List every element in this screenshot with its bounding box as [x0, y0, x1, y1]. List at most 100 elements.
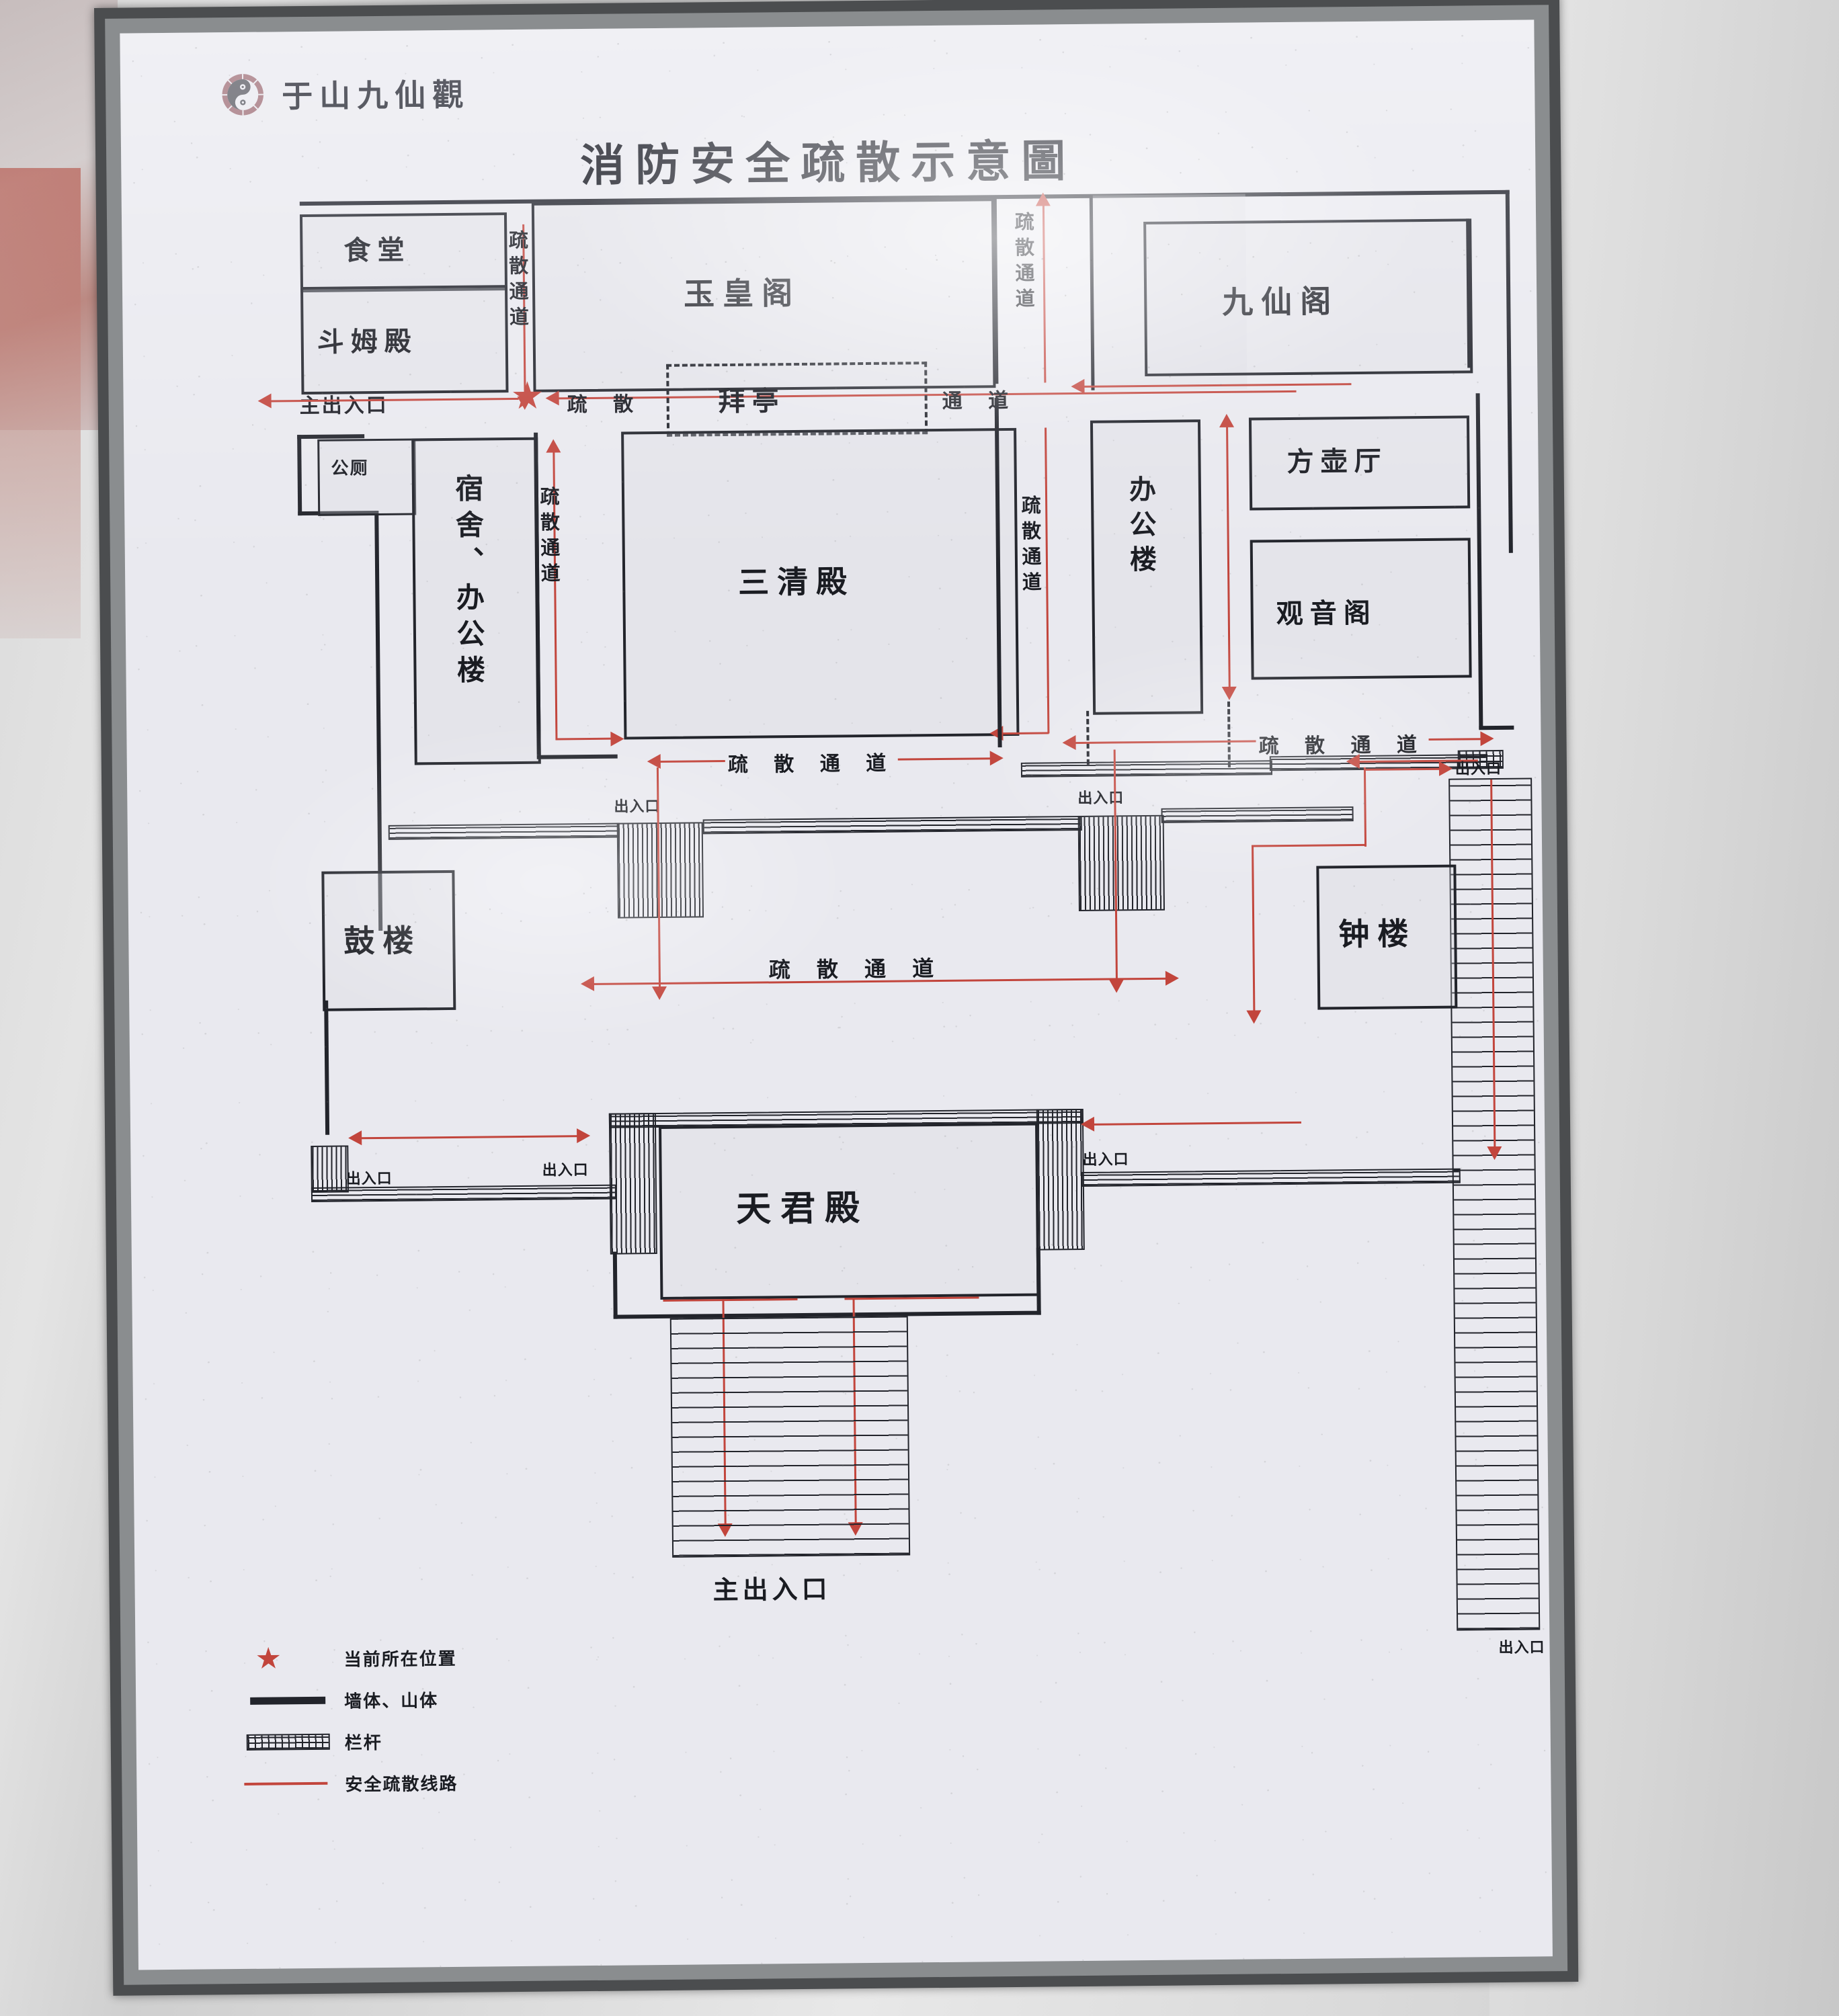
- evac-arrow-right-hook: [1438, 761, 1453, 776]
- evac-line-right-vertical: [1045, 427, 1050, 734]
- room-fanghu-hall-label: 方壶厅: [1286, 446, 1388, 478]
- evac-arrow-down-right-column: [1487, 1146, 1502, 1161]
- evac-arrow-down-inner-right: [1221, 686, 1237, 700]
- current-location-star-marker: ★: [510, 374, 545, 419]
- railing-upper-mid: [702, 815, 1082, 835]
- evac-route-label-lower-b: 疏 散 通 道: [768, 955, 944, 983]
- stairs-lower-left: [311, 1145, 349, 1193]
- evac-arrow-down-right-hook: [1246, 1010, 1262, 1024]
- evac-arrow-left-main-corridor: [545, 390, 559, 406]
- wall-bottom-right-stem: [1036, 1247, 1041, 1315]
- exit-label-bottom-right: 出入口: [1498, 1639, 1545, 1657]
- wall-drum-tower-down: [324, 1000, 330, 1135]
- room-doumu-hall-label: 斗姆殿: [317, 326, 419, 358]
- wall-right-mid-vertical: [1475, 393, 1483, 730]
- exit-label-mid-upper: 出入口: [1077, 790, 1125, 808]
- evac-arrow-right-left-turn: [610, 731, 624, 747]
- evac-arrow-up-left-vertical: [546, 439, 561, 453]
- adjacent-poster-left-lower: [0, 168, 81, 638]
- evac-arrow-right-lower-b: [1165, 970, 1180, 986]
- page-title: 消防安全疏散示意圖: [579, 134, 1077, 192]
- taiji-bagua-icon: [222, 74, 263, 116]
- legend-key-current-location: ★: [243, 1641, 343, 1676]
- evac-line-left-vertical-turn: [555, 737, 613, 741]
- room-toilet-label: 公厕: [331, 458, 369, 479]
- railing-mid-right-a: [1020, 760, 1273, 778]
- evac-arrow-right-under-offices: [1480, 731, 1494, 747]
- room-jiuxian-pavilion-label: 九仙阁: [1222, 283, 1340, 321]
- legend-label-current-location: 当前所在位置: [343, 1648, 457, 1671]
- room-sanqing-hall-label: 三清殿: [737, 563, 856, 601]
- evac-line-bottom-b: [844, 1296, 979, 1300]
- stairs-left-exit: [616, 822, 704, 919]
- legend-row-wall: 墙体、山体: [243, 1678, 458, 1722]
- wall-left-a: [297, 435, 302, 516]
- exit-label-right-upper: 出入口: [1455, 760, 1502, 778]
- route-word-right: 通 道: [942, 388, 1018, 413]
- room-dorm-office-label: 宿舍、办公楼: [450, 473, 486, 691]
- evac-route-label-right-top: 疏散通道: [1011, 211, 1036, 314]
- evac-route-label-right-mid: 疏散通道: [1018, 495, 1043, 597]
- railing-tianjun-left: [608, 1113, 657, 1255]
- room-yuhuang-pavilion-label: 玉皇阁: [683, 274, 801, 312]
- evacuation-map: 于山九仙觀 消防安全疏散示意圖 食堂 斗姆殿 玉皇阁 疏散通道 疏散通道 九仙阁…: [120, 19, 1553, 1970]
- stairs-main-entrance: [669, 1316, 911, 1558]
- evac-word-left: 疏 散: [567, 392, 643, 417]
- wall-line-icon: [250, 1696, 326, 1705]
- wall-left-d: [297, 434, 365, 439]
- room-worship-pavilion: [666, 362, 928, 437]
- railing-lower-right: [1081, 1168, 1461, 1187]
- evac-line-right-vertical-turn: [1000, 732, 1049, 735]
- room-tianjun-hall-label: 天君殿: [735, 1188, 870, 1230]
- evac-arrow-left-main-entrance: [257, 393, 272, 409]
- evac-line-corridor-right-top: [1042, 204, 1047, 383]
- stairs-mid-exit: [1077, 814, 1165, 911]
- evac-line-right-hook-vert: [1252, 845, 1256, 1013]
- evac-line-lower-left-exit: [359, 1135, 581, 1140]
- legend-row-railing: 栏杆: [243, 1720, 458, 1763]
- dashed-guide-right: [1227, 701, 1231, 767]
- brand-name: 于山九仙觀: [282, 76, 471, 115]
- exit-label-lower-left-b: 出入口: [542, 1162, 589, 1179]
- evac-arrow-left-lower-b: [580, 976, 595, 992]
- room-bell-tower-label: 钟楼: [1338, 915, 1417, 953]
- wall-bottom-left-stem: [612, 1251, 618, 1319]
- evac-line-right-hook-up: [1363, 767, 1367, 847]
- legend-key-railing: [244, 1733, 345, 1751]
- current-location-star-icon: ★: [255, 1641, 282, 1676]
- evac-arrow-up-inner-right: [1219, 413, 1235, 427]
- exit-label-lower-right: 出入口: [1082, 1151, 1129, 1169]
- main-entrance-label-top: 主出入口: [299, 393, 389, 419]
- evac-arrow-right-lower-a: [989, 751, 1004, 766]
- room-worship-pavilion-label: 拜亭: [718, 386, 786, 418]
- railing-tianjun-right: [1036, 1108, 1085, 1251]
- legend-label-railing: 栏杆: [344, 1732, 382, 1754]
- wall-mid-left-foot: [536, 754, 618, 759]
- railing-upper-left: [388, 823, 620, 840]
- evac-route-label-lower-a: 疏 散 通 道: [725, 746, 899, 778]
- wall-left-c: [374, 510, 383, 931]
- evacuation-route-line-icon: [244, 1781, 328, 1786]
- room-guanyin-pavilion-label: 观音阁: [1276, 597, 1377, 630]
- main-entrance-label-bottom: 主出入口: [712, 1574, 831, 1605]
- railing-hatch-icon: [246, 1733, 330, 1751]
- evac-arrow-left-under-offices: [1062, 735, 1076, 751]
- brand-header: 于山九仙觀: [221, 71, 471, 118]
- evac-arrow-left-lower-a: [647, 753, 661, 769]
- legend-row-route: 安全疏散线路: [244, 1761, 458, 1805]
- evac-line-bottom-a: [663, 1298, 798, 1302]
- railing-upper-right: [1161, 806, 1354, 823]
- wall-right-mid-foot: [1479, 725, 1514, 730]
- room-canteen-label: 食堂: [343, 235, 411, 267]
- evac-arrow-up-right-top: [1035, 192, 1051, 206]
- evac-arrow-left-lower-left-exit: [348, 1130, 362, 1146]
- legend-label-wall: 墙体、山体: [344, 1690, 439, 1712]
- evac-arrow-right-lower-left-exit: [577, 1128, 591, 1144]
- legend-label-route: 安全疏散线路: [345, 1773, 458, 1796]
- railing-right-long-column: [1448, 778, 1541, 1631]
- legend: ★ 当前所在位置 墙体、山体 栏杆 安全疏散线路: [243, 1636, 458, 1805]
- evac-arrow-left-lower-right-exit: [1080, 1116, 1095, 1132]
- evac-arrow-left-railing-right: [1346, 753, 1360, 769]
- room-drum-tower-label: 鼓楼: [343, 922, 422, 960]
- evac-arrow-left-upper-right: [1071, 378, 1085, 394]
